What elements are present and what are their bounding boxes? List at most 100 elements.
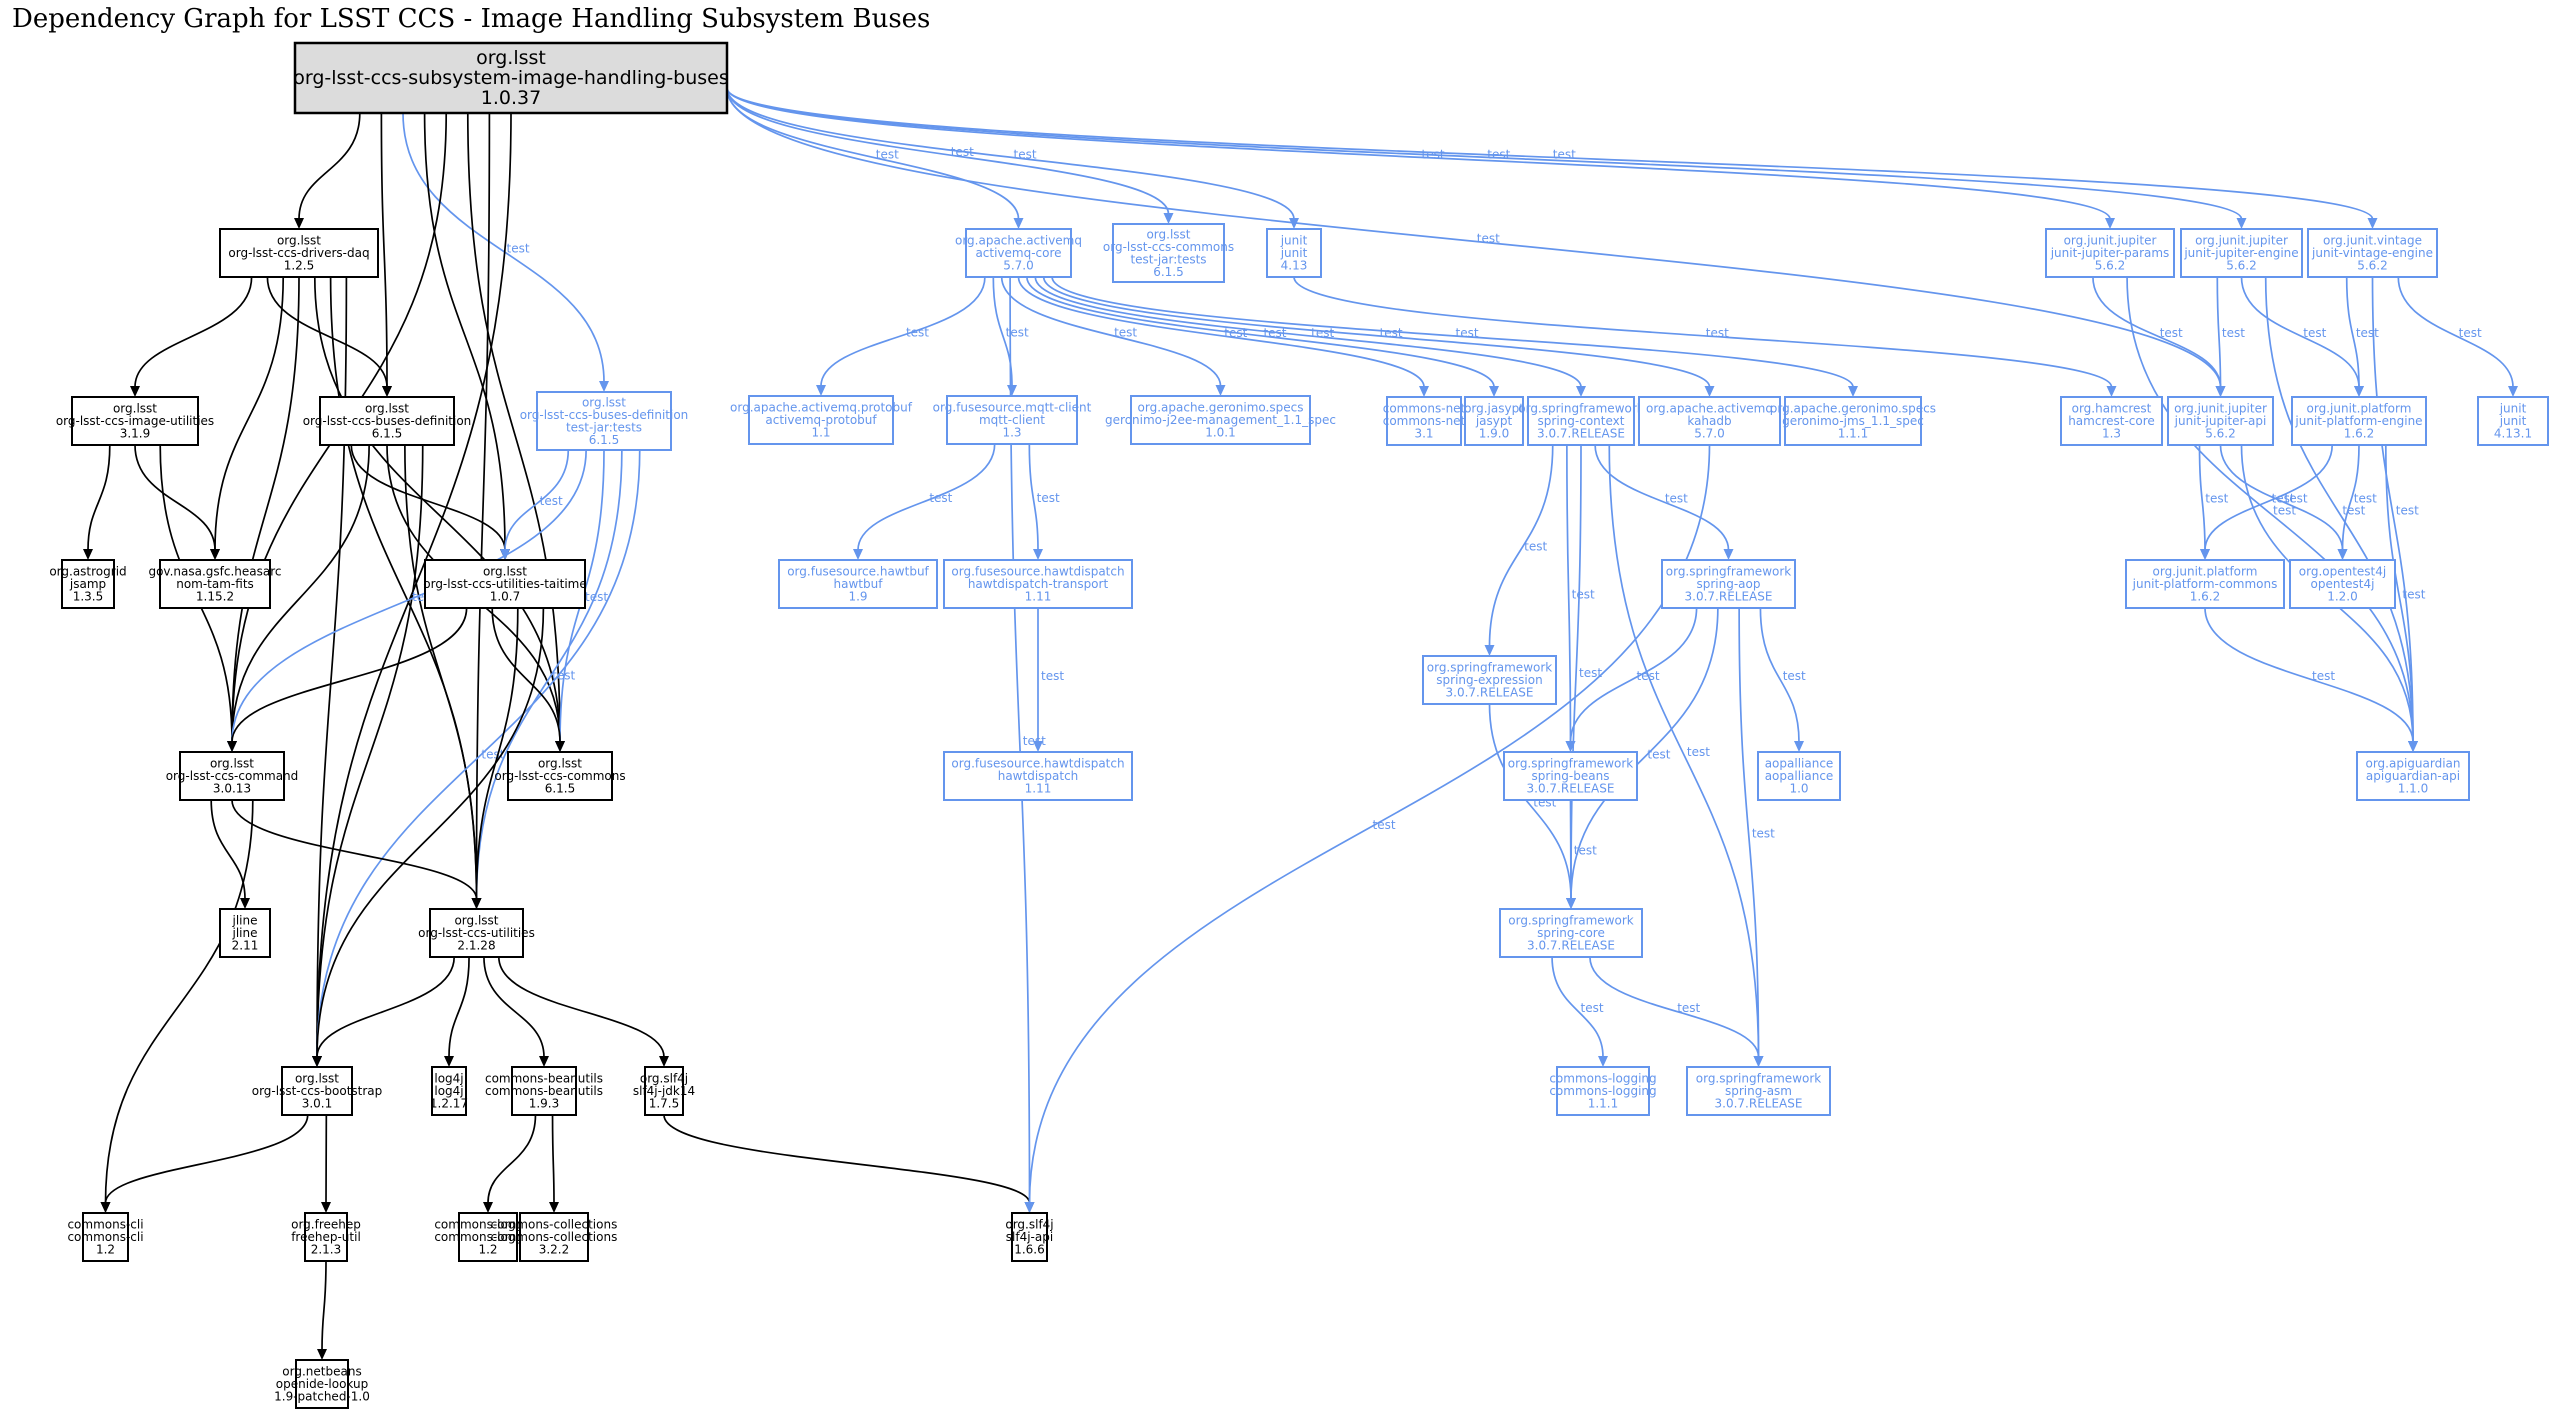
- arrowhead: [2106, 386, 2117, 397]
- arrowhead: [1704, 386, 1715, 397]
- edge-line: [466, 112, 561, 743]
- node-platform-commons[interactable]: org.junit.platformjunit-platform-commons…: [2125, 559, 2285, 609]
- node-box: [1011, 1212, 1048, 1262]
- node-artifact: org-lsst-ccs-buses-definition: [520, 408, 689, 422]
- node-hawtdispatch[interactable]: org.fusesource.hawtdispatchhawtdispatch1…: [943, 751, 1133, 801]
- node-root[interactable]: org.lsstorg-lsst-ccs-subsystem-image-han…: [293, 41, 729, 115]
- node-artifact: aopalliance: [1765, 769, 1834, 783]
- node-buses-definition[interactable]: org.lsstorg-lsst-ccs-buses-definition6.1…: [303, 396, 472, 446]
- node-spring-asm[interactable]: org.springframeworkspring-asm3.0.7.RELEA…: [1686, 1066, 1831, 1116]
- edge-label: test: [1373, 818, 1396, 832]
- node-group: org.lsst: [210, 757, 254, 771]
- arrowhead: [2236, 218, 2247, 229]
- edge-line: [1594, 444, 1730, 551]
- edge-label: test: [1553, 148, 1576, 162]
- edge-spring-core-to-spring-asm: test: [1589, 956, 1764, 1067]
- node-version: 5.6.2: [2226, 259, 2257, 273]
- node-commons-tests[interactable]: org.lsstorg-lsst-ccs-commonstest-jar:tes…: [1103, 223, 1234, 283]
- node-spring-context[interactable]: org.springframeworkspring-context3.0.7.R…: [1518, 396, 1644, 446]
- node-version: 6.1.5: [589, 433, 620, 447]
- node-group: org.fusesource.hawtbuf: [787, 565, 929, 579]
- edge-label: test: [1579, 666, 1602, 680]
- edge-command-to-jline: [210, 799, 250, 909]
- edge-taitime-to-commons: [491, 607, 565, 752]
- node-image-utilities[interactable]: org.lsstorg-lsst-ccs-image-utilities3.1.…: [56, 396, 214, 446]
- node-jupiter-engine[interactable]: org.junit.jupiterjunit-jupiter-engine5.6…: [2180, 228, 2303, 278]
- edge-line: [483, 956, 545, 1058]
- node-geronimo-jms[interactable]: org.apache.geronimo.specsgeronimo-jms_1.…: [1770, 396, 1936, 446]
- node-spring-expression[interactable]: org.springframeworkspring-expression3.0.…: [1422, 655, 1557, 705]
- node-geronimo-j2ee[interactable]: org.apache.geronimo.specsgeronimo-j2ee-m…: [1105, 395, 1336, 445]
- edge-line: [298, 112, 361, 220]
- node-box: [2477, 396, 2549, 446]
- node-buses-definition-tests[interactable]: org.lsstorg-lsst-ccs-buses-definitiontes…: [520, 391, 689, 451]
- node-artifact: log4j: [434, 1084, 463, 1098]
- node-activemq-protobuf[interactable]: org.apache.activemq.protobufactivemq-pro…: [730, 395, 913, 445]
- edge-command-to-utilities: [231, 799, 482, 909]
- edge-label: test: [1687, 745, 1710, 759]
- node-platform-engine[interactable]: org.junit.platformjunit-platform-engine1…: [2291, 396, 2427, 446]
- node-commons-collections[interactable]: commons-collectionscommons-collections3.…: [491, 1212, 618, 1262]
- edge-line: [350, 444, 506, 551]
- node-version: 1.2: [96, 1243, 115, 1257]
- node-group: org.jasypt: [1464, 402, 1524, 416]
- edge-root-to-junit-413: test: [726, 87, 1299, 229]
- node-classifier: test-jar:tests: [566, 420, 642, 434]
- node-vintage-engine[interactable]: org.junit.vintagejunit-vintage-engine5.6…: [2307, 228, 2438, 278]
- node-box: [1130, 395, 1311, 445]
- node-box: [2045, 228, 2175, 278]
- arrowhead: [100, 1202, 111, 1213]
- node-spring-beans[interactable]: org.springframeworkspring-beans3.0.7.REL…: [1503, 751, 1638, 801]
- edge-label: test: [1524, 540, 1547, 554]
- node-version: 5.7.0: [1694, 427, 1725, 441]
- node-artifact: org-lsst-ccs-utilities-taitime: [423, 577, 586, 591]
- node-version: 1.3: [1002, 426, 1021, 440]
- edge-taitime-to-command: [227, 607, 468, 752]
- arrowhead: [1033, 549, 1043, 560]
- node-group: org.apache.geronimo.specs: [1770, 402, 1936, 416]
- node-spring-core[interactable]: org.springframeworkspring-core3.0.7.RELE…: [1499, 908, 1643, 958]
- node-spring-aop[interactable]: org.springframeworkspring-aop3.0.7.RELEA…: [1661, 559, 1796, 609]
- node-jupiter-params[interactable]: org.junit.jupiterjunit-jupiter-params5.6…: [2045, 228, 2175, 278]
- arrowhead: [1484, 645, 1495, 656]
- arrowhead: [1024, 1202, 1035, 1213]
- node-version: 1.1.1: [1838, 427, 1869, 441]
- node-artifact: spring-core: [1537, 926, 1605, 940]
- node-version: 4.13: [1281, 259, 1308, 273]
- edge-line: [2264, 276, 2414, 743]
- node-hawtdispatch-transport[interactable]: org.fusesource.hawtdispatchhawtdispatch-…: [943, 559, 1133, 609]
- node-box: [219, 908, 271, 958]
- node-openide-lookup[interactable]: org.netbeansopenide-lookup1.9-patched-1.…: [274, 1359, 370, 1409]
- node-taitime[interactable]: org.lsstorg-lsst-ccs-utilities-taitime1.…: [423, 559, 587, 609]
- edge-line: [2397, 276, 2514, 388]
